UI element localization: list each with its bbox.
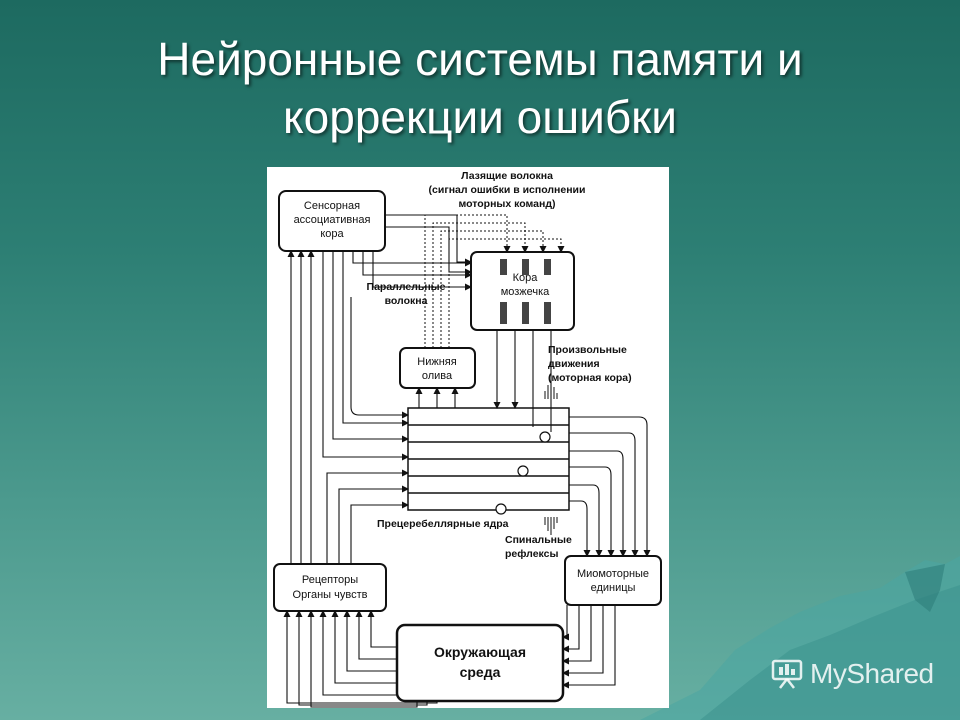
- title-line-2: коррекции ошибки: [283, 91, 677, 143]
- watermark: MyShared: [770, 654, 934, 694]
- voluntary-movements-line-3: (моторная кора): [548, 372, 632, 384]
- purkinje-cell-mark: [522, 259, 529, 275]
- cerebellar-cortex-line-1: Кора: [513, 272, 539, 284]
- environment-line-2: среда: [460, 664, 501, 680]
- receptors-line-1: Рецепторы: [302, 574, 358, 586]
- synapse-node: [495, 503, 507, 515]
- precerebellar-nuclei-grid: [407, 407, 570, 515]
- climbing-fibers-line-1: Лазящие волокна: [461, 170, 553, 182]
- title-line-1: Нейронные системы памяти и: [157, 33, 803, 85]
- neural-systems-diagram: Сенсорная ассоциативная кора Кора мозжеч…: [273, 170, 662, 708]
- climbing-fibers-line-3: моторных команд): [458, 198, 555, 210]
- synapse-node: [517, 465, 529, 477]
- voluntary-movements-line-1: Произвольные: [548, 344, 627, 356]
- myomotor-line-2: единицы: [591, 582, 636, 594]
- diagram-panel: Сенсорная ассоциативная кора Кора мозжеч…: [267, 167, 669, 708]
- purkinje-cell-mark: [500, 302, 507, 324]
- connection-lines: [283, 214, 651, 708]
- purkinje-cell-mark: [500, 259, 507, 275]
- climbing-fiber-lines: [424, 214, 565, 348]
- climbing-fibers-line-2: (сигнал ошибки в исполнении: [429, 184, 586, 196]
- inferior-olive-box: Нижняя олива: [399, 347, 476, 389]
- myomotor-line-1: Миомоторные: [577, 568, 649, 580]
- purkinje-cell-mark: [522, 302, 529, 324]
- inferior-olive-line-1: Нижняя: [417, 356, 456, 368]
- spinal-reflexes-line-1: Спинальные: [505, 534, 572, 546]
- spike-burst-marks: [544, 381, 558, 535]
- myomotor-units-box: Миомоторные единицы: [564, 555, 662, 606]
- receptors-box: Рецепторы Органы чувств: [273, 563, 387, 612]
- sensory-cortex-line-1: Сенсорная: [304, 200, 360, 212]
- inferior-olive-line-2: олива: [422, 370, 453, 382]
- parallel-fibers-line-1: Параллельные: [367, 281, 446, 293]
- synapse-node: [539, 431, 551, 443]
- receptors-line-2: Органы чувств: [293, 589, 368, 601]
- environment-line-1: Окружающая: [434, 644, 526, 660]
- watermark-text: MyShared: [810, 658, 934, 689]
- spinal-reflexes-line-2: рефлексы: [505, 548, 559, 560]
- parallel-fibers-line-2: волокна: [385, 295, 428, 307]
- sensory-cortex-box: Сенсорная ассоциативная кора: [278, 190, 386, 252]
- voluntary-movements-line-2: движения: [548, 358, 600, 370]
- cerebellar-cortex-line-2: мозжечка: [501, 286, 550, 298]
- precerebellar-nuclei-label: Прецеребеллярные ядра: [377, 518, 509, 530]
- sensory-cortex-line-2: ассоциативная: [294, 214, 371, 226]
- purkinje-cell-mark: [544, 302, 551, 324]
- environment-box: Окружающая среда: [395, 623, 565, 703]
- sensory-cortex-line-3: кора: [320, 228, 344, 240]
- cerebellar-cortex-box: Кора мозжечка: [470, 251, 575, 331]
- presentation-icon: [771, 659, 803, 689]
- purkinje-cell-mark: [544, 259, 551, 275]
- slide-title: Нейронные системы памяти и коррекции оши…: [0, 30, 960, 146]
